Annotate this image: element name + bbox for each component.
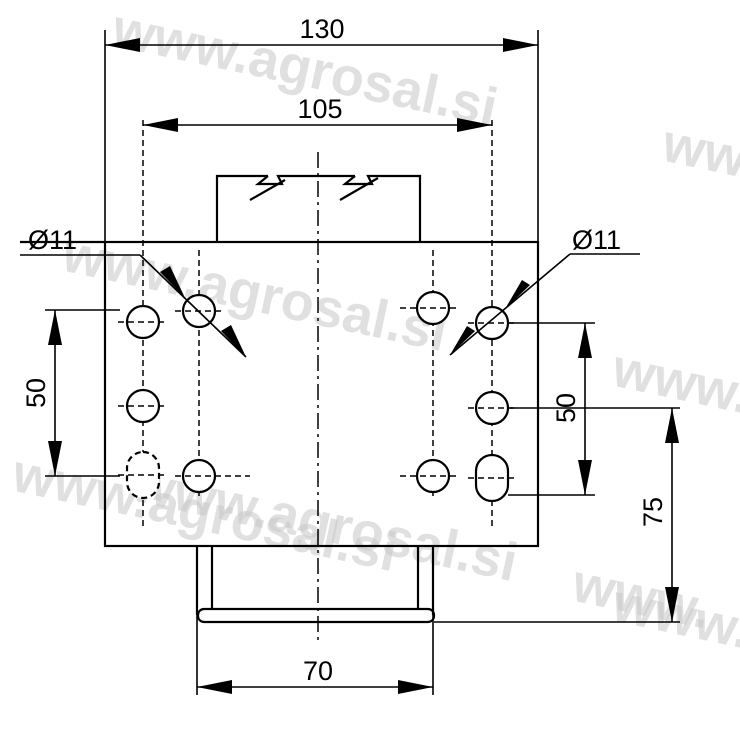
break-line	[339, 177, 379, 201]
bottom-bar	[196, 607, 436, 624]
dimension-label: 105	[297, 94, 342, 124]
diameter-callout-left: Ø11	[20, 225, 247, 358]
arrowhead	[450, 326, 475, 355]
top-tab	[215, 174, 422, 242]
diameter-label: Ø11	[28, 225, 77, 255]
dimension-left-50: 50	[21, 309, 120, 477]
main-plate	[103, 240, 540, 548]
hole-crosshairs	[118, 307, 518, 479]
arrowhead	[665, 408, 679, 443]
arrowhead	[398, 680, 433, 694]
break-line	[249, 179, 286, 201]
arrowhead	[143, 118, 178, 132]
dimension-label: 75	[638, 497, 668, 527]
arrowhead	[48, 310, 62, 345]
dimension-right-50: 50	[508, 322, 595, 496]
arrowhead	[48, 441, 62, 476]
leader-line	[139, 254, 247, 358]
arrowhead	[503, 38, 538, 52]
leader-line	[449, 253, 571, 356]
watermark-layer: www.agrosal.si www.agrosal.si www.agrosa…	[7, 0, 740, 667]
arrowhead	[197, 680, 232, 694]
dimension-105: 105	[143, 94, 492, 132]
dimension-130: 130	[104, 14, 539, 242]
watermark-text: www.	[657, 113, 740, 201]
arrowhead	[457, 118, 492, 132]
dimension-label: 70	[303, 656, 333, 686]
diameter-callout-right: Ø11	[449, 225, 640, 356]
arrowhead	[160, 266, 185, 298]
diameter-label: Ø11	[572, 225, 621, 255]
body-outline	[20, 174, 540, 624]
arrowhead	[105, 38, 140, 52]
dimension-70: 70	[196, 615, 434, 695]
dimension-75: 75	[434, 407, 680, 623]
arrowhead	[505, 280, 530, 309]
watermark-text: www.agrosal.si	[57, 223, 453, 363]
arrowhead	[578, 460, 592, 495]
arrowhead	[665, 587, 679, 622]
arrowhead	[221, 325, 246, 357]
dimension-label: 50	[21, 378, 51, 408]
watermark-text: www.a	[607, 573, 740, 667]
arrowhead	[578, 323, 592, 358]
dimension-label: 130	[299, 14, 344, 44]
